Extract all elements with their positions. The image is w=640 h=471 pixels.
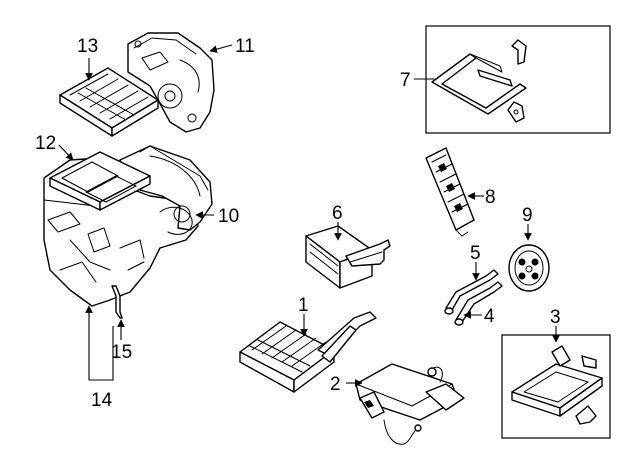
callout-15: 15: [111, 342, 132, 363]
part-7-bracket-kit: [425, 25, 611, 134]
part-6-evaporator: [305, 225, 391, 289]
callout-10: 10: [218, 206, 239, 227]
part-9-grommet: [508, 244, 550, 292]
callout-5: 5: [470, 243, 481, 264]
callout-6: 6: [332, 203, 343, 224]
part-15-drain-hose: [111, 285, 123, 319]
callout-14: 14: [91, 390, 113, 411]
callout-labels: 13 11 12 7 8 6 9 10 5 4 1 2 3 15 14: [35, 36, 561, 411]
part-1-heater-core: [239, 311, 377, 393]
callout-13: 13: [77, 36, 98, 57]
part-8-control-module: [425, 147, 475, 237]
part-3-tray-kit: [501, 334, 611, 439]
callout-8: 8: [485, 187, 496, 208]
callout-4: 4: [484, 306, 495, 327]
leader-lines: [58, 44, 560, 387]
callout-12: 12: [35, 133, 56, 154]
callout-9: 9: [522, 205, 533, 226]
callout-1: 1: [298, 295, 309, 316]
part-12-filter-frame: [49, 151, 151, 211]
callout-11: 11: [235, 36, 255, 57]
callout-3: 3: [550, 307, 561, 328]
callout-2: 2: [330, 374, 341, 395]
part-13-air-filter: [59, 67, 159, 137]
callout-7: 7: [400, 70, 411, 91]
part-2-actuator: [355, 363, 465, 445]
part-11-blower-housing: [127, 32, 215, 133]
